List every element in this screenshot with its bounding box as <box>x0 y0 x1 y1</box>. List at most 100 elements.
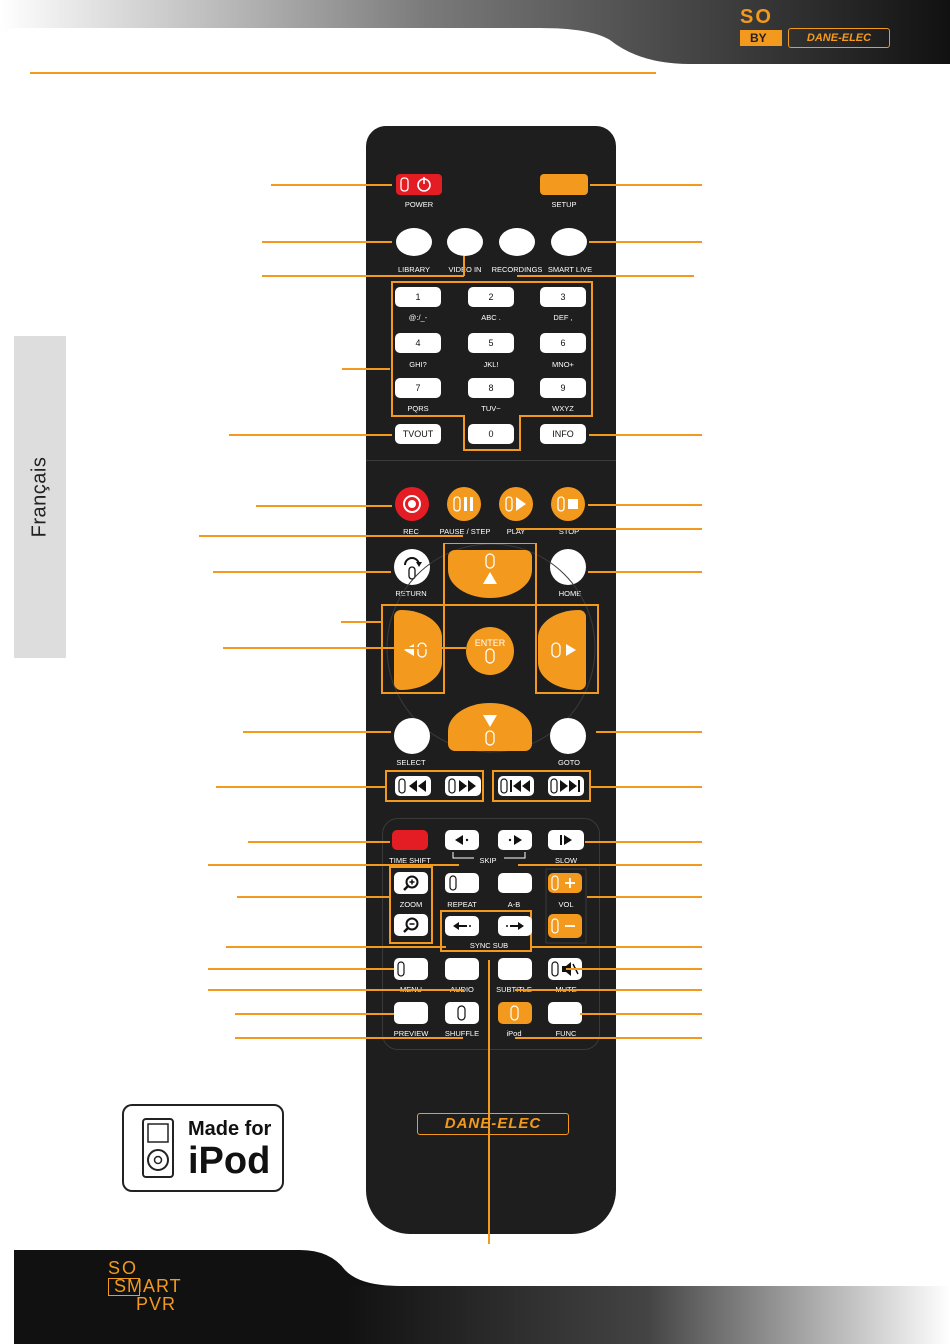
leader-line <box>208 864 459 866</box>
rewind-button[interactable] <box>395 776 431 796</box>
skip-forward-button[interactable] <box>498 830 532 850</box>
vol-up-button[interactable] <box>548 873 582 893</box>
smart-live-label: SMART LIVE <box>547 265 593 274</box>
key-6[interactable]: 6 <box>540 333 586 353</box>
time-shift-button[interactable] <box>392 830 428 850</box>
subtitle-button[interactable] <box>498 958 532 980</box>
leader-line <box>256 505 392 507</box>
next-button[interactable] <box>548 776 584 796</box>
brand-by-box <box>740 30 782 46</box>
video-in-button[interactable] <box>447 228 483 256</box>
leader-line <box>216 786 385 788</box>
previous-button[interactable] <box>498 776 534 796</box>
key-4[interactable]: 4 <box>395 333 441 353</box>
leader-line <box>235 1037 463 1039</box>
skip-label: SKIP <box>479 856 497 865</box>
sync-forward-button[interactable] <box>498 916 532 936</box>
key-7[interactable]: 7 <box>395 378 441 398</box>
vol-down-button[interactable] <box>548 914 582 938</box>
key-9[interactable]: 9 <box>540 378 586 398</box>
smart-live-button[interactable] <box>551 228 587 256</box>
play-button[interactable] <box>499 487 533 521</box>
leader-line <box>516 528 702 530</box>
right-button[interactable] <box>538 610 586 690</box>
leader-line <box>235 1013 394 1015</box>
header-rule <box>30 72 656 74</box>
key-1[interactable]: 1 <box>395 287 441 307</box>
repeat-button[interactable] <box>445 873 479 893</box>
time-shift-label: TIME SHIFT <box>389 856 431 865</box>
leader-line <box>580 1013 702 1015</box>
return-button[interactable] <box>394 549 430 585</box>
zoom-outline <box>389 866 433 944</box>
slow-label: SLOW <box>554 856 578 865</box>
info-button[interactable]: INFO <box>540 424 586 444</box>
key-2[interactable]: 2 <box>468 287 514 307</box>
key-3[interactable]: 3 <box>540 287 586 307</box>
library-label: LIBRARY <box>398 265 430 274</box>
left-button[interactable] <box>394 610 442 690</box>
audio-button[interactable] <box>445 958 479 980</box>
plus-icon <box>551 875 575 891</box>
shuffle-icon <box>457 1005 466 1021</box>
vol-outline <box>545 868 587 944</box>
slow-button[interactable] <box>548 830 584 850</box>
made-for-ipod-badge: Made for iPod <box>122 1104 284 1192</box>
setup-button[interactable] <box>540 174 588 195</box>
skip-back-button[interactable] <box>445 830 479 850</box>
power-icon <box>400 177 431 192</box>
zoom-out-button[interactable] <box>394 914 428 936</box>
menu-button[interactable] <box>394 958 428 980</box>
leader-line <box>596 731 702 733</box>
goto-label: GOTO <box>558 758 580 767</box>
rec-button[interactable] <box>395 487 429 521</box>
previous-icon <box>500 778 530 794</box>
vol-label: VOL <box>558 900 574 909</box>
remote-logo: DANE-ELEC <box>417 1113 569 1135</box>
leader-line <box>199 535 463 537</box>
key-8[interactable]: 8 <box>468 378 514 398</box>
stop-button[interactable] <box>551 487 585 521</box>
arrow-up-icon <box>483 553 497 584</box>
shuffle-label: SHUFFLE <box>444 1029 480 1038</box>
key-5[interactable]: 5 <box>468 333 514 353</box>
leader-line <box>566 968 702 970</box>
fast-forward-button[interactable] <box>445 776 481 796</box>
a-b-label: A-B <box>507 900 521 909</box>
record-icon <box>403 495 421 513</box>
ipod-button[interactable] <box>498 1002 532 1024</box>
select-button[interactable] <box>394 718 430 754</box>
zoom-in-button[interactable] <box>394 872 428 894</box>
library-button[interactable] <box>396 228 432 256</box>
enter-button[interactable]: ENTER <box>466 627 514 675</box>
recordings-button[interactable] <box>499 228 535 256</box>
play-label: PLAY <box>506 527 526 536</box>
power-button[interactable] <box>396 174 442 195</box>
skip-bracket <box>452 852 526 859</box>
leader-line <box>585 841 702 843</box>
sync-back-button[interactable] <box>445 916 479 936</box>
shuffle-button[interactable] <box>445 1002 479 1024</box>
preview-button[interactable] <box>394 1002 428 1024</box>
arrow-down-icon <box>483 715 497 746</box>
pause-step-label: PAUSE / STEP <box>439 527 491 536</box>
func-button[interactable] <box>548 1002 582 1024</box>
stop-label: STOP <box>558 527 580 536</box>
sync-forward-icon <box>506 922 524 930</box>
a-b-button[interactable] <box>498 873 532 893</box>
recordings-label: RECORDINGS <box>491 265 543 274</box>
enter-icon <box>485 648 495 664</box>
goto-button[interactable] <box>550 718 586 754</box>
leader-line <box>341 621 381 623</box>
leader-line <box>208 989 464 991</box>
return-label: RETURN <box>395 589 427 598</box>
tvout-button[interactable]: TVOUT <box>395 424 441 444</box>
leader-line <box>463 256 465 276</box>
pause-step-button[interactable] <box>447 487 481 521</box>
down-button[interactable] <box>448 703 532 751</box>
leader-line <box>532 946 702 948</box>
key-9-letters: WXYZ <box>552 404 574 413</box>
up-button[interactable] <box>448 550 532 598</box>
mute-button[interactable] <box>548 958 582 980</box>
key-0[interactable]: 0 <box>468 424 514 444</box>
